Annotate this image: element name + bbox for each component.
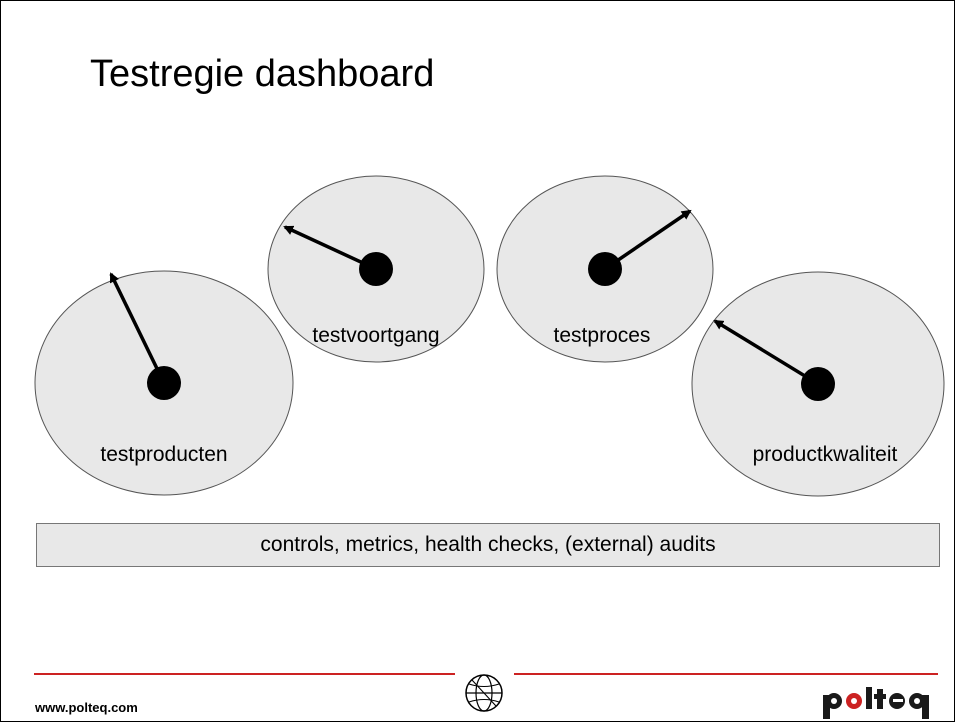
gauge-label: productkwaliteit: [753, 443, 898, 466]
gauge-hub: [588, 252, 622, 286]
gauge-needle: [713, 319, 819, 386]
gauge-needle: [109, 272, 166, 384]
gauge-label: testvoortgang: [312, 324, 439, 347]
methods-bar: controls, metrics, health checks, (exter…: [36, 523, 940, 567]
gauge-testproducten: testproducten: [34, 270, 294, 496]
footer-url: www.polteq.com: [35, 700, 138, 715]
gauge-needle: [604, 209, 692, 271]
globe-icon: [465, 674, 503, 712]
gauge-label: testproces: [554, 324, 651, 347]
gauge-hub: [801, 367, 835, 401]
gauge-hub: [359, 252, 393, 286]
gauge-testvoortgang: testvoortgang: [267, 175, 485, 363]
gauge-hub: [147, 366, 181, 400]
slide-title: Testregie dashboard: [90, 53, 435, 95]
polteq-logo: [823, 687, 929, 719]
gauge-label: testproducten: [100, 443, 227, 466]
gauge-productkwaliteit: productkwaliteit: [691, 271, 945, 497]
gauge-testproces: testproces: [496, 175, 714, 363]
